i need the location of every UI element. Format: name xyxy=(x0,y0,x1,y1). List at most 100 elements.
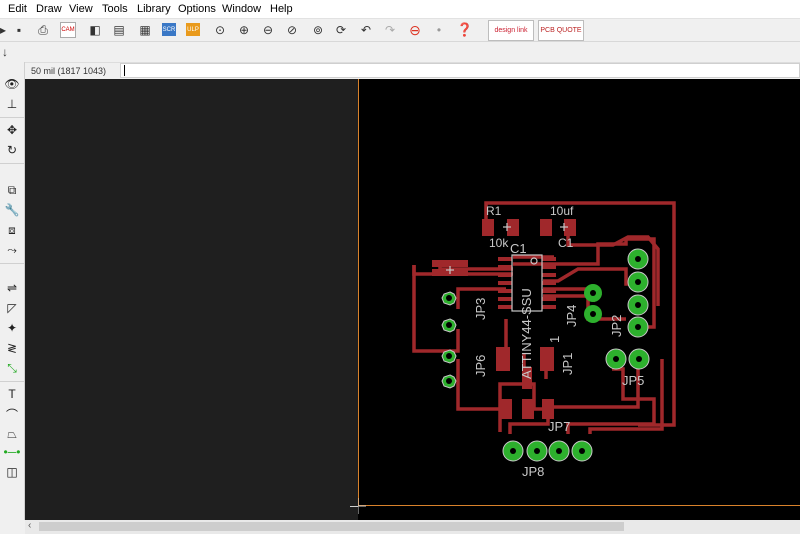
jp4-pads xyxy=(584,284,602,323)
jp3-label: JP3 xyxy=(473,298,488,320)
palette-divider xyxy=(0,163,24,164)
jp7-label: JP7 xyxy=(548,419,570,434)
trace xyxy=(566,224,660,306)
trace xyxy=(566,367,656,434)
open-icon[interactable]: ▸ xyxy=(0,23,7,37)
ic-name-label: C1 xyxy=(510,241,527,256)
optimize-icon[interactable]: ≷ xyxy=(6,341,18,355)
scr-icon[interactable]: SCR xyxy=(162,23,176,36)
smd-pad xyxy=(540,219,552,236)
drill-hole xyxy=(534,448,540,454)
layer-select-icon[interactable]: ↓ xyxy=(2,45,8,59)
silkscreen-group xyxy=(446,223,568,312)
palette-divider xyxy=(0,117,24,118)
drill-hole xyxy=(635,279,641,285)
menu-bar: Edit Draw View Tools Library Options Win… xyxy=(0,0,800,19)
rotate-icon[interactable]: ↻ xyxy=(6,143,18,157)
ulp-script-icon[interactable]: ▦ xyxy=(139,23,151,37)
horizontal-scrollbar[interactable]: ‹ xyxy=(25,520,800,534)
trace xyxy=(456,287,506,309)
zoom-select-icon[interactable]: ⊘ xyxy=(286,23,298,37)
ic-pad xyxy=(542,289,556,293)
ic-pad xyxy=(498,289,512,293)
cam-processor-icon[interactable]: CAM xyxy=(60,22,76,38)
zoom-fit-icon[interactable]: ⊙ xyxy=(214,23,226,37)
ic-pad xyxy=(542,281,556,285)
board-icon[interactable]: ◧ xyxy=(89,23,101,37)
menu-tools[interactable]: Tools xyxy=(102,3,128,15)
r1-name-label: R1 xyxy=(486,204,502,218)
palette-divider xyxy=(0,263,24,264)
menu-window[interactable]: Window xyxy=(222,3,262,15)
ripup-icon[interactable]: ⤡ xyxy=(7,360,17,375)
scrollbar-thumb[interactable] xyxy=(39,522,624,531)
smd-pad xyxy=(432,260,468,267)
ulp-icon[interactable]: ULP xyxy=(186,23,200,36)
design-link-button[interactable]: design link xyxy=(488,20,534,41)
group-icon[interactable]: ⧈ xyxy=(8,222,16,237)
polygon-icon[interactable]: ⏢ xyxy=(7,426,17,441)
route-icon[interactable]: ✦ xyxy=(6,321,18,335)
ic-pad xyxy=(542,273,556,277)
help-icon[interactable]: ❓ xyxy=(456,22,474,37)
text-caret xyxy=(124,65,125,76)
zoom-in-icon[interactable]: ⊕ xyxy=(238,23,250,37)
design-link-label: design link xyxy=(494,27,528,34)
workspace-background xyxy=(25,79,358,520)
menu-draw[interactable]: Draw xyxy=(36,3,62,15)
print-icon[interactable]: ⎙ xyxy=(38,22,48,37)
ic-pad xyxy=(498,297,512,301)
change-wrench-icon[interactable]: 🔧 xyxy=(4,203,20,217)
redo-icon[interactable]: ↷ xyxy=(384,23,396,37)
ic-pad xyxy=(498,281,512,285)
menu-view[interactable]: View xyxy=(69,3,93,15)
command-line-input[interactable] xyxy=(120,63,800,78)
stop-icon[interactable]: ⊖ xyxy=(409,21,421,38)
via-icon[interactable]: ◫ xyxy=(6,465,18,479)
info-eye-icon[interactable]: 👁 xyxy=(4,77,20,91)
label-group: R1 10k 10uf C1 C1 ATTINY44-SSU JP3 JP6 J… xyxy=(473,204,644,479)
pcb-quote-button[interactable]: PCB QUOTE xyxy=(538,20,584,41)
signal-icon[interactable]: •─• xyxy=(3,445,21,459)
swap-icon[interactable]: ⇌ xyxy=(6,281,18,295)
jp8-label: JP8 xyxy=(522,464,544,479)
split-icon[interactable]: ⤳ xyxy=(7,242,17,257)
zoom-area-icon[interactable]: ⊚ xyxy=(312,23,324,37)
arc-icon[interactable]: ⌒ xyxy=(5,407,18,422)
drill-hole xyxy=(446,295,452,301)
trace xyxy=(412,265,460,353)
smd-pad xyxy=(564,219,576,236)
drill-hole xyxy=(635,324,641,330)
undo-icon[interactable]: ↶ xyxy=(360,23,372,37)
zoom-out-icon[interactable]: ⊖ xyxy=(262,23,274,37)
jp8-pads xyxy=(502,440,593,462)
drill-hole xyxy=(590,311,596,317)
jp6-pads xyxy=(441,349,457,389)
copy-icon[interactable]: ⧉ xyxy=(7,182,17,197)
miter-icon[interactable]: ◸ xyxy=(7,301,17,315)
move-icon[interactable]: ✥ xyxy=(6,123,18,137)
jp3-pads xyxy=(441,291,457,333)
scroll-left-icon[interactable]: ‹ xyxy=(28,520,32,531)
drill-hole xyxy=(613,356,619,362)
library-icon[interactable]: ▤ xyxy=(113,23,125,37)
drill-hole xyxy=(636,356,642,362)
jp2-label: JP2 xyxy=(609,315,624,337)
menu-library[interactable]: Library xyxy=(137,3,171,15)
drill-hole xyxy=(579,448,585,454)
menu-help[interactable]: Help xyxy=(270,3,293,15)
mark-icon[interactable]: ⊥ xyxy=(6,97,18,111)
redraw-icon[interactable]: ⟳ xyxy=(335,23,347,37)
save-icon[interactable]: ▪ xyxy=(16,23,22,37)
trace xyxy=(543,267,638,286)
c1-value-label: 10uf xyxy=(550,204,574,218)
board-canvas[interactable]: R1 10k 10uf C1 C1 ATTINY44-SSU JP3 JP6 J… xyxy=(350,79,800,520)
menu-edit[interactable]: Edit xyxy=(8,3,27,15)
drill-hole xyxy=(510,448,516,454)
jp5-label: JP5 xyxy=(622,373,644,388)
go-icon[interactable]: • xyxy=(436,23,442,37)
text-icon[interactable]: T xyxy=(8,387,16,401)
menu-options[interactable]: Options xyxy=(178,3,216,15)
jp4-label: JP4 xyxy=(564,305,579,327)
ic-pad xyxy=(498,305,512,309)
